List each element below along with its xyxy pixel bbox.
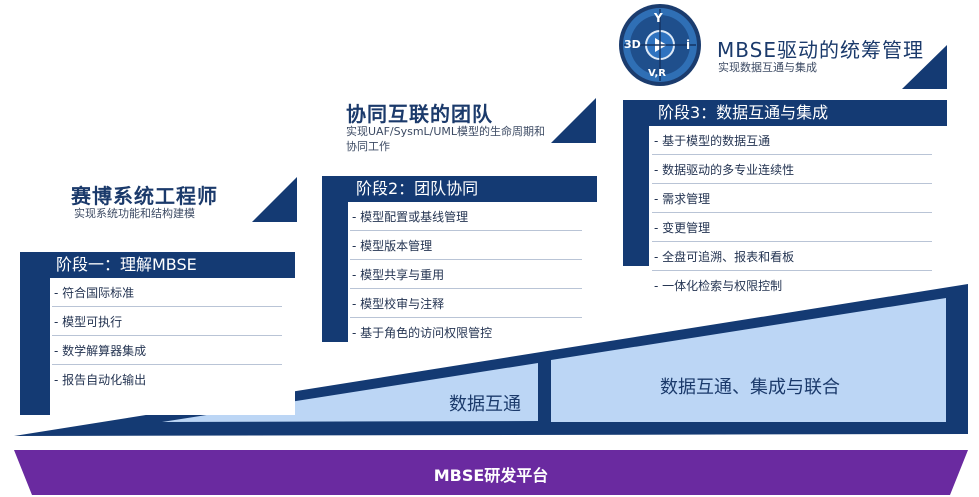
divider: [52, 335, 282, 336]
stage1-panel-title: 阶段一：理解MBSE: [56, 255, 197, 274]
platform-label: MBSE研发平台: [433, 466, 549, 485]
divider: [652, 270, 932, 271]
ramp-inner-right: [551, 298, 946, 422]
stage3-panel-title: 阶段3：数据互通与集成: [658, 103, 829, 122]
region-label-integration-federation: 数据互通、集成与联合: [660, 377, 840, 398]
region-label-data-interop: 数据互通: [449, 394, 521, 415]
stage2-header: 协同互联的团队: [346, 102, 493, 126]
stage1-item: - 模型可执行: [54, 315, 123, 329]
stage3-item: - 需求管理: [654, 192, 711, 206]
stage1-item: - 符合国际标准: [54, 286, 135, 300]
divider: [652, 183, 932, 184]
logo-bottom-label: V,R: [648, 68, 666, 79]
stage2-panel-bar: [322, 176, 597, 202]
stage1-panel-bar: [20, 252, 295, 278]
divider: [350, 259, 582, 260]
stage2-panel-title: 阶段2：团队协同: [356, 179, 479, 198]
stage2-panel-stem: [322, 202, 348, 342]
stage2-subtitle: 实现UAF/SysmL/UML模型的生命周期和协同工作: [346, 125, 546, 153]
stage1-panel-stem: [20, 278, 50, 415]
stage3-item: - 基于模型的数据互通: [654, 134, 771, 148]
divider: [350, 230, 582, 231]
divider: [652, 212, 932, 213]
stage3-item: - 一体化检索与权限控制: [654, 279, 783, 293]
logo-right-label: i: [686, 38, 691, 52]
divider: [350, 288, 582, 289]
stage3-panel-bar: [623, 100, 947, 126]
stage1-item: - 数学解算器集成: [54, 344, 147, 358]
stage2-item: - 模型共享与重用: [352, 268, 445, 282]
stage2-item: - 模型配置或基线管理: [352, 210, 469, 224]
platform-bar: [14, 450, 968, 495]
stage1-item: - 报告自动化输出: [54, 373, 147, 387]
stage3-panel-stem: [623, 126, 649, 266]
divider: [652, 154, 932, 155]
divider: [652, 241, 932, 242]
stage2-item: - 模型版本管理: [352, 239, 433, 253]
stage2-triangle: [551, 98, 596, 143]
stage3-header: MBSE驱动的统筹管理: [717, 38, 924, 62]
stage1-header: 赛博系统工程师: [71, 184, 218, 208]
stage3-item: - 全盘可追溯、报表和看板: [654, 250, 795, 264]
divider: [52, 364, 282, 365]
stage3-item: - 变更管理: [654, 221, 711, 235]
stage3-triangle: [902, 45, 947, 89]
divider: [52, 306, 282, 307]
stage2-item: - 基于角色的访问权限管控: [352, 326, 493, 340]
stage3-item: - 数据驱动的多专业连续性: [654, 163, 795, 177]
logo-left-label: 3D: [624, 38, 641, 51]
stage1-subtitle: 实现系统功能和结构建模: [74, 207, 195, 220]
stage1-triangle: [252, 177, 297, 222]
logo-icon: [619, 4, 701, 86]
stage2-item: - 模型校审与注释: [352, 297, 445, 311]
stage3-subtitle: 实现数据互通与集成: [718, 61, 817, 74]
divider: [350, 317, 582, 318]
logo-top-label: Y: [654, 11, 663, 25]
